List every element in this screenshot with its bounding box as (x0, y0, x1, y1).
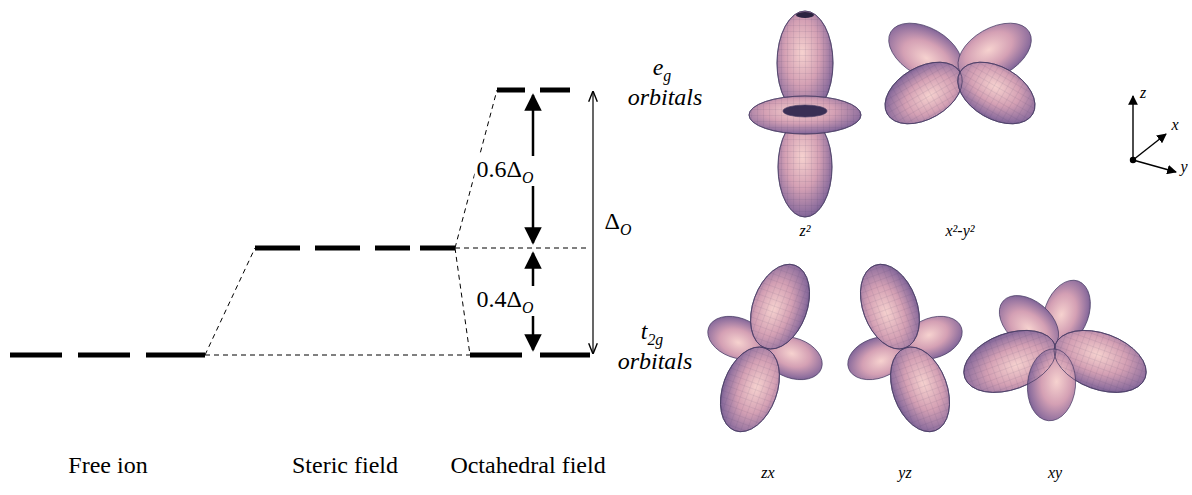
splitting-arrows (533, 92, 593, 353)
label-group: z² (799, 222, 810, 240)
label-group: orbitals (628, 84, 703, 110)
label: z (1140, 84, 1146, 101)
label: yz (898, 464, 911, 481)
label: 0.4Δ (477, 286, 522, 312)
label-group: Octahedral field (450, 452, 605, 478)
label-group: zx (761, 464, 774, 482)
label-group: x (1171, 116, 1178, 134)
label-group: ΔO (605, 208, 632, 238)
subscript: g (663, 67, 671, 84)
label: Steric field (292, 452, 398, 478)
label: e (653, 54, 664, 80)
label-group: t2g (641, 318, 664, 348)
label: t (641, 318, 648, 344)
label: x²-y² (945, 222, 974, 239)
orbital-xy (955, 274, 1155, 423)
subscript: O (522, 169, 533, 186)
label-group: eg (653, 54, 672, 84)
orbital-x2-y2 (874, 11, 1045, 136)
label: xy (1048, 464, 1062, 481)
label: Δ (605, 208, 620, 234)
guide-lines (205, 90, 590, 355)
label-group: 0.6ΔO (475, 156, 536, 186)
subscript: O (522, 299, 533, 316)
orbital-yz (842, 256, 968, 440)
label: orbitals (618, 348, 693, 374)
label: orbitals (628, 84, 703, 110)
axes (1131, 96, 1177, 172)
label: y (1180, 158, 1187, 175)
subscript: 2g (647, 331, 663, 348)
label: x (1171, 116, 1178, 133)
orbital-z2 (749, 11, 861, 217)
label-group: yz (898, 464, 911, 482)
label-group: z (1140, 84, 1146, 102)
label-group: 0.4ΔO (475, 286, 536, 316)
label: Octahedral field (450, 452, 605, 478)
orbital-zx (702, 256, 828, 440)
label-group: x²-y² (945, 222, 974, 240)
label: zx (761, 464, 774, 481)
label: Free ion (68, 452, 147, 478)
label-group: Free ion (68, 452, 147, 478)
label: z² (799, 222, 810, 239)
energy-levels (10, 90, 590, 355)
label-group: Steric field (292, 452, 398, 478)
label-group: orbitals (618, 348, 693, 374)
label-group: y (1180, 158, 1187, 176)
label-group: xy (1048, 464, 1062, 482)
label: 0.6Δ (477, 156, 522, 182)
subscript: O (620, 221, 631, 238)
